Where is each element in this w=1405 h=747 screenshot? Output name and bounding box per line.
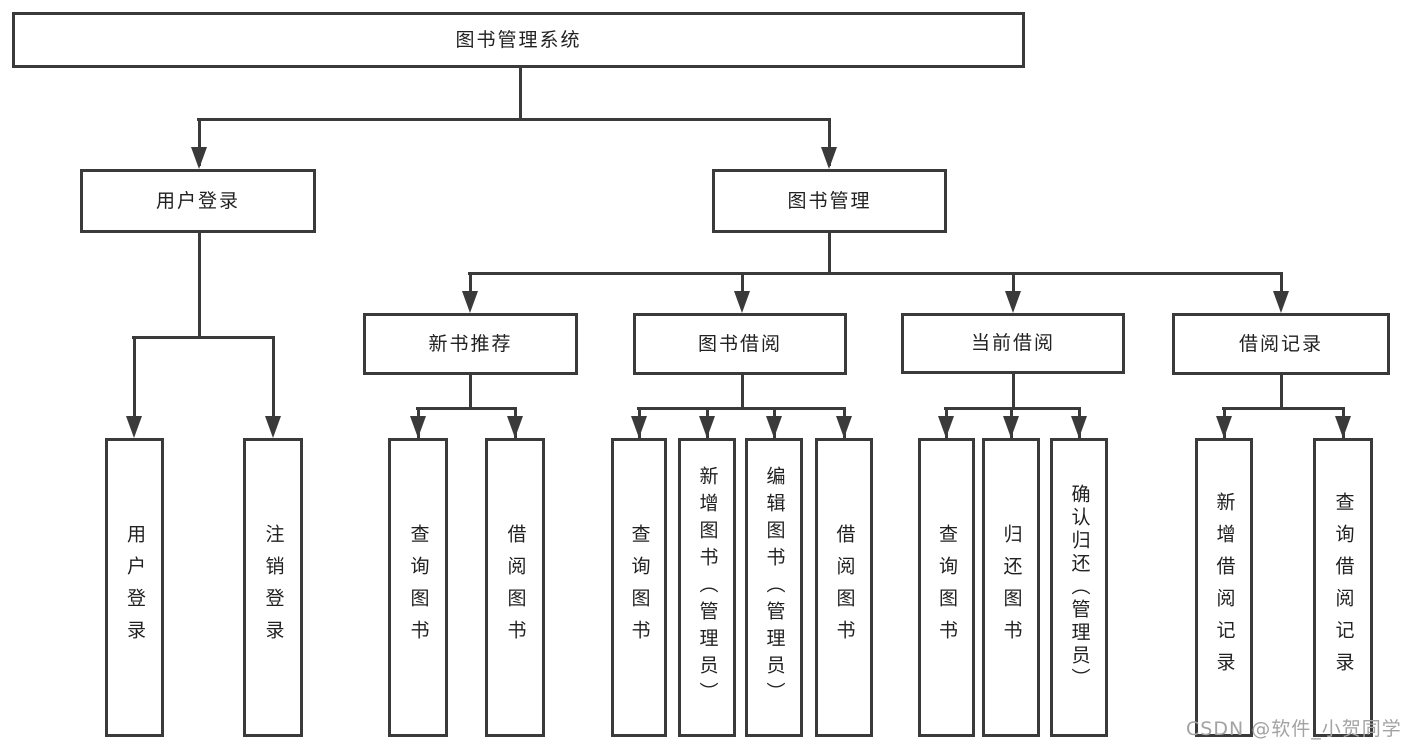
leaf-return-book: 归还图书 <box>982 438 1040 737</box>
connector-line <box>828 118 831 166</box>
leaf-confirm-return-admin: 确认归还（管理员） <box>1050 438 1108 737</box>
leaf-borrow-books-label: 借阅图书 <box>833 523 856 652</box>
connector-line <box>132 336 275 339</box>
connector-line <box>1280 272 1283 302</box>
leaf-borrow-books-recommend: 借阅图书 <box>485 438 545 737</box>
arrow-down-icon <box>1335 416 1351 438</box>
arrow-down-icon <box>821 147 837 169</box>
arrow-down-icon <box>1216 416 1232 438</box>
arrow-down-icon <box>410 416 426 438</box>
connector-line <box>198 118 201 166</box>
node-new-book-recommend-label: 新书推荐 <box>428 332 513 355</box>
leaf-confirm-return-admin-label: 确认归还（管理员） <box>1068 484 1091 691</box>
leaf-add-borrow-record: 新增借阅记录 <box>1195 438 1253 737</box>
leaf-query-books-current: 查询图书 <box>918 438 975 737</box>
leaf-query-borrow-record-label: 查询借阅记录 <box>1332 491 1355 684</box>
connector-line <box>1012 374 1015 407</box>
connector-line <box>1222 407 1345 410</box>
node-current-borrow-label: 当前借阅 <box>970 332 1055 354</box>
connector-line <box>1012 272 1015 302</box>
arrow-down-icon <box>631 416 647 438</box>
connector-line <box>197 118 831 121</box>
leaf-query-books-recommend-label: 查询图书 <box>407 523 430 652</box>
node-book-management: 图书管理 <box>712 169 947 233</box>
arrow-down-icon <box>507 416 523 438</box>
node-book-borrow-label: 图书借阅 <box>697 332 782 355</box>
arrow-down-icon <box>699 416 715 438</box>
node-book-management-label: 图书管理 <box>787 189 872 212</box>
arrow-down-icon <box>766 416 782 438</box>
node-borrow-records-label: 借阅记录 <box>1238 332 1323 355</box>
leaf-return-book-label: 归还图书 <box>1000 523 1023 652</box>
node-current-borrow: 当前借阅 <box>901 313 1125 374</box>
connector-line <box>198 233 201 336</box>
watermark: CSDN @软件_小贺同学 <box>1186 718 1402 740</box>
leaf-add-borrow-record-label: 新增借阅记录 <box>1213 491 1236 684</box>
leaf-user-login-label: 用户登录 <box>124 523 146 652</box>
leaf-query-books-current-label: 查询图书 <box>936 523 958 652</box>
connector-line <box>741 272 744 302</box>
arrow-down-icon <box>265 416 281 438</box>
connector-line <box>741 375 744 407</box>
arrow-down-icon <box>462 291 478 313</box>
leaf-logout-label: 注销登录 <box>262 523 285 652</box>
arrow-down-icon <box>734 291 750 313</box>
connector-line <box>133 336 136 417</box>
leaf-add-book-admin-label: 新增图书（管理员） <box>696 466 719 709</box>
arrow-down-icon <box>938 416 954 438</box>
connector-line <box>519 68 522 118</box>
connector-line <box>828 233 831 272</box>
node-book-borrow: 图书借阅 <box>633 313 847 375</box>
leaf-logout: 注销登录 <box>243 438 303 737</box>
arrow-down-icon <box>1273 291 1289 313</box>
arrow-down-icon <box>191 147 207 169</box>
leaf-edit-book-admin-label: 编辑图书（管理员） <box>763 466 786 709</box>
leaf-edit-book-admin: 编辑图书（管理员） <box>745 438 803 737</box>
leaf-query-books-borrow: 查询图书 <box>611 438 667 737</box>
leaf-add-book-admin: 新增图书（管理员） <box>678 438 736 737</box>
arrow-down-icon <box>1003 416 1019 438</box>
arrow-down-icon <box>836 416 852 438</box>
leaf-borrow-books-recommend-label: 借阅图书 <box>504 523 527 652</box>
leaf-query-books-recommend: 查询图书 <box>388 438 448 737</box>
connector-line <box>469 375 472 407</box>
arrow-down-icon <box>1005 291 1021 313</box>
connector-line <box>1280 375 1283 407</box>
node-root: 图书管理系统 <box>12 12 1025 68</box>
node-new-book-recommend: 新书推荐 <box>363 313 578 375</box>
node-root-label: 图书管理系统 <box>455 28 582 51</box>
connector-line <box>469 272 472 302</box>
arrow-down-icon <box>1071 416 1087 438</box>
connector-line <box>637 407 846 410</box>
connector-line <box>272 336 275 417</box>
node-user-login-label: 用户登录 <box>155 189 240 212</box>
leaf-query-books-borrow-label: 查询图书 <box>628 523 651 652</box>
leaf-borrow-books: 借阅图书 <box>815 438 873 737</box>
node-user-login: 用户登录 <box>80 169 316 233</box>
connector-line <box>468 272 1283 275</box>
leaf-user-login: 用户登录 <box>105 438 164 737</box>
arrow-down-icon <box>126 416 142 438</box>
connector-line <box>416 407 517 410</box>
node-borrow-records: 借阅记录 <box>1172 313 1390 375</box>
leaf-query-borrow-record: 查询借阅记录 <box>1313 438 1373 737</box>
